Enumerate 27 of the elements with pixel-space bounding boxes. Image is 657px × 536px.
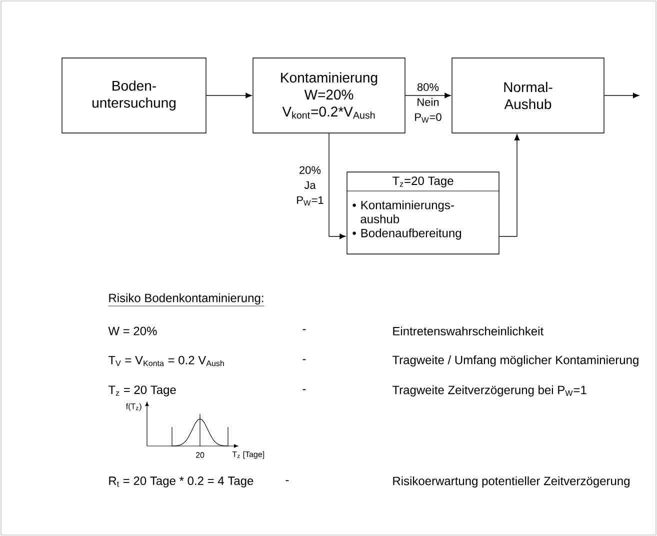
- process-box: T$_{z}$=20 Tage • Kontaminierungs- aushub • Bodenaufbereitung: [346, 172, 500, 254]
- table-text: T$_{z}$ = 20 Tage: [108, 386, 176, 396]
- axis-label: f(T$_{z}$): [126, 403, 142, 411]
- edge-label: 80% Nein P$_{W}$=0: [415, 83, 442, 123]
- arrow: [405, 92, 451, 98]
- tick-label: 20: [196, 452, 204, 458]
- process-box: Kontaminierung W=20% V$_{kont}$=0.2*V$_{Aush}$: [252, 58, 406, 134]
- table-text: -: [286, 480, 289, 482]
- arrow: [206, 92, 252, 98]
- table-text: W = 20%: [108, 326, 157, 336]
- process-box: Normal- Aushub: [452, 58, 604, 134]
- table-text: -: [302, 359, 306, 360]
- arrow: [328, 133, 346, 240]
- table-text: Risikoerwartung potentieller Zeitverzögerung: [393, 476, 630, 488]
- table-text: Eintretenswahrscheinlichkeit: [393, 326, 544, 336]
- table-text: -: [302, 389, 306, 390]
- table-text: R$_{t}$ = 20 Tage * 0.2 = 4 Tage: [109, 476, 254, 488]
- axis-label: T$_{z}$ [Tage]: [232, 451, 264, 459]
- table-text: -: [302, 329, 306, 330]
- table-text: Tragweite / Umfang möglicher Kontaminierung: [392, 355, 638, 367]
- process-box: Boden- untersuchung: [62, 58, 206, 134]
- edge-label: 20% Ja P$_{W}$=1: [297, 166, 324, 206]
- arrow: [604, 92, 640, 98]
- arrow: [499, 134, 520, 237]
- table-text: Tragweite Zeitverzögerung bei P$_{W}$=1: [392, 385, 586, 397]
- table-text: T$_{V}$ = V$_{Konta}$ = 0.2 V$_{Aush}$: [108, 356, 224, 366]
- section-heading: Risiko Bodenkontaminierung:: [108, 293, 264, 306]
